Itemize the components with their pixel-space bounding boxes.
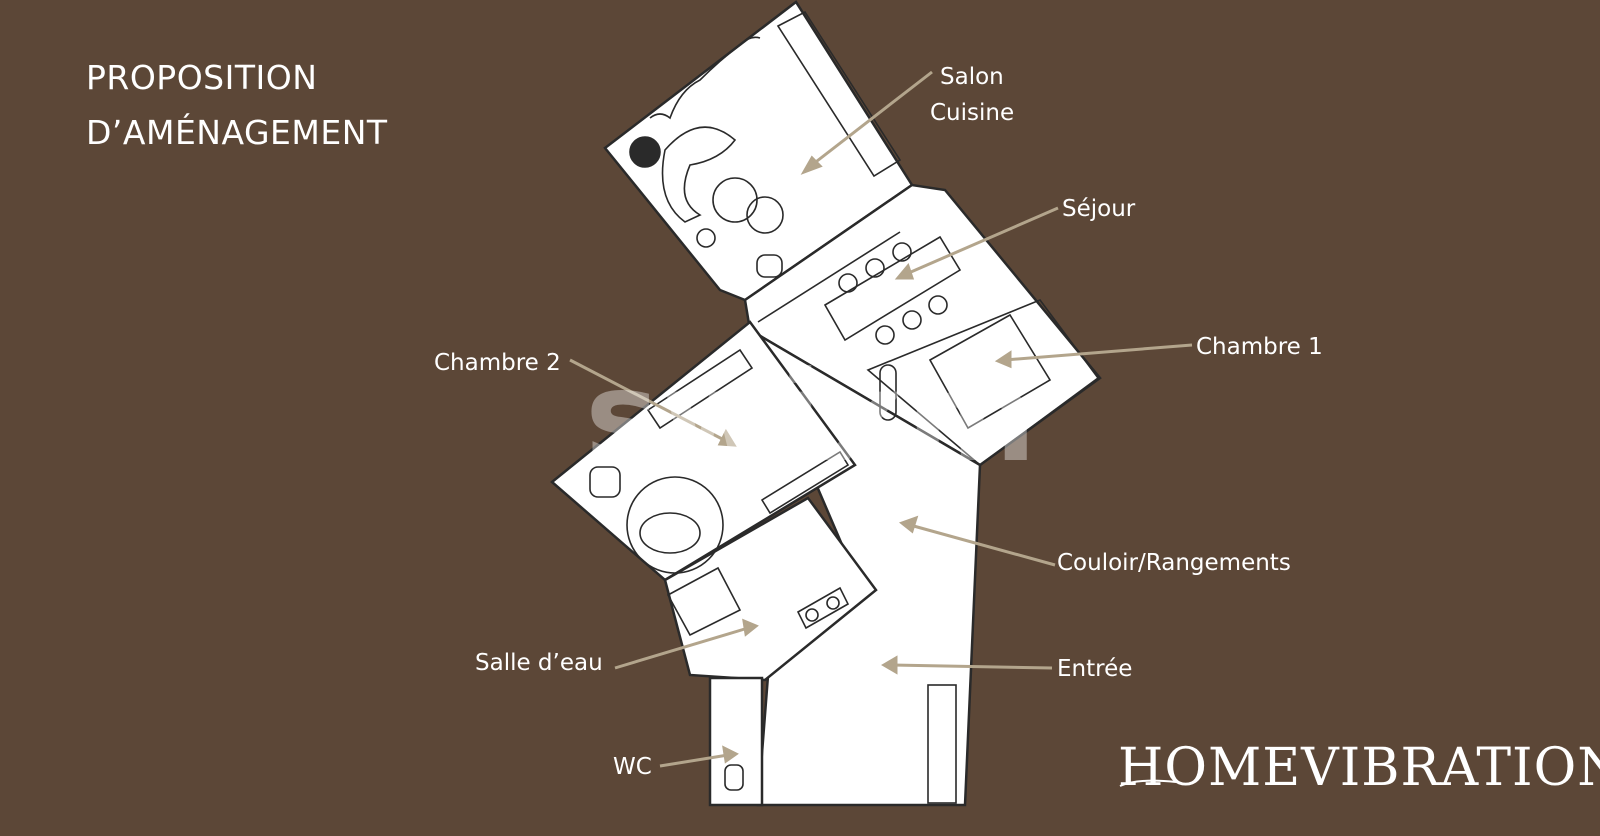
leader-chambre2 bbox=[569, 358, 729, 444]
label-couloir: Couloir/Rangements bbox=[1057, 550, 1291, 576]
chair-1 bbox=[838, 273, 858, 293]
logo-swash bbox=[1119, 779, 1177, 787]
label-sejour: Séjour bbox=[1062, 196, 1136, 222]
label-salle-eau: Salle d’eau bbox=[475, 650, 603, 676]
double-sink bbox=[796, 586, 850, 630]
coffee-table bbox=[712, 177, 758, 223]
oval-rug bbox=[639, 512, 701, 554]
leader-lines bbox=[569, 70, 1193, 768]
leader-sejour bbox=[903, 206, 1059, 277]
arrow-entree bbox=[881, 655, 898, 675]
watermark: swixm bbox=[585, 345, 1039, 490]
armchair-2 bbox=[589, 466, 621, 498]
entry-closet bbox=[927, 684, 957, 804]
kitchen-counter bbox=[776, 10, 902, 178]
arrow-chambre2 bbox=[717, 428, 737, 447]
divider-2 bbox=[757, 231, 901, 323]
divider-1 bbox=[744, 184, 913, 301]
desk bbox=[646, 348, 754, 430]
wardrobe bbox=[760, 450, 850, 515]
title-line-1: PROPOSITION bbox=[86, 58, 318, 97]
bed-1 bbox=[928, 313, 1052, 430]
sink-2 bbox=[826, 596, 840, 610]
arrow-wc bbox=[722, 745, 739, 764]
arrow-chambre1 bbox=[994, 350, 1012, 369]
round-bed bbox=[626, 476, 724, 574]
sofa bbox=[661, 126, 737, 223]
shower bbox=[666, 566, 742, 637]
chair-4 bbox=[875, 325, 895, 345]
bolster bbox=[879, 364, 897, 421]
leader-chambre1 bbox=[1004, 343, 1193, 362]
chair-3 bbox=[892, 242, 912, 262]
coffee-table-2 bbox=[746, 196, 784, 234]
leader-wc bbox=[659, 753, 729, 768]
leader-salon bbox=[807, 70, 933, 170]
toilet bbox=[724, 764, 744, 791]
leader-couloir bbox=[909, 523, 1056, 567]
arrow-couloir bbox=[898, 515, 919, 534]
brand-logo: HOMEVIBRATIONS bbox=[1118, 738, 1600, 798]
arrow-sejour bbox=[894, 262, 915, 280]
small-plant bbox=[696, 228, 716, 248]
label-chambre-2: Chambre 2 bbox=[434, 350, 561, 376]
wc-area bbox=[708, 676, 764, 807]
sink-1 bbox=[805, 608, 819, 622]
armchair bbox=[756, 254, 783, 278]
dining-table bbox=[823, 235, 962, 342]
chambre1-walls bbox=[866, 299, 1100, 467]
chair-2 bbox=[865, 258, 885, 278]
furniture bbox=[589, 10, 1100, 804]
leader-salle-eau bbox=[614, 626, 749, 670]
plant bbox=[629, 136, 661, 168]
leader-entree bbox=[891, 663, 1053, 670]
label-entree: Entrée bbox=[1057, 656, 1133, 682]
arrow-salon bbox=[800, 155, 823, 175]
label-salon: Salon bbox=[940, 64, 1004, 90]
label-cuisine: Cuisine bbox=[930, 100, 1015, 126]
label-wc: WC bbox=[613, 754, 652, 780]
curtain bbox=[649, 36, 761, 120]
label-chambre-1: Chambre 1 bbox=[1196, 334, 1323, 360]
chair-5 bbox=[902, 310, 922, 330]
title-line-2: D’AMÉNAGEMENT bbox=[86, 113, 388, 152]
chair-6 bbox=[928, 295, 948, 315]
arrow-salle-eau bbox=[742, 618, 759, 637]
salle-eau-area bbox=[663, 496, 878, 682]
page-title: PROPOSITION D’AMÉNAGEMENT bbox=[86, 50, 388, 160]
